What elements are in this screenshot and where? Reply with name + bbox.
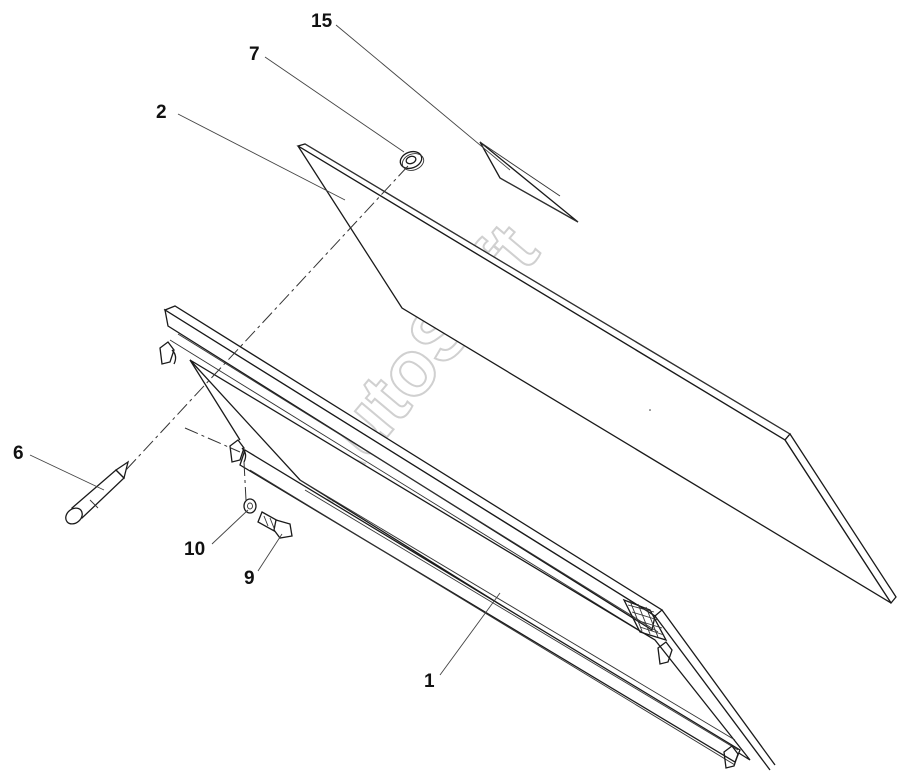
part-15-sheet [479,141,579,223]
part-7-washer [399,150,425,171]
label-part-2: 2 [156,102,167,123]
label-part-1: 1 [424,671,435,692]
grille-mesh [622,598,668,642]
part-9-bolt [257,511,293,539]
label-part-10: 10 [184,539,205,560]
part-2-panel [296,143,897,605]
part-10-washer [243,498,257,514]
label-part-7: 7 [249,44,260,65]
label-part-15: 15 [311,11,333,32]
label-part-6: 6 [13,443,24,464]
assembly-lines [125,165,409,501]
leader-lines [29,24,511,676]
part-6-pin [65,460,130,525]
label-part-9: 9 [244,568,255,589]
